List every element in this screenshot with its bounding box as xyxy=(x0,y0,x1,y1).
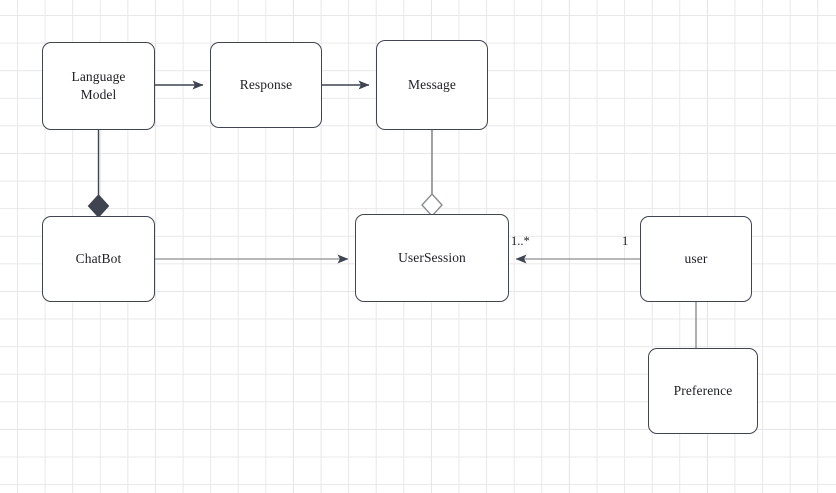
node-label-user: user xyxy=(684,251,708,267)
node-response[interactable]: Response xyxy=(210,42,322,128)
node-usersession[interactable]: UserSession xyxy=(355,214,509,302)
node-preference[interactable]: Preference xyxy=(648,348,758,434)
multiplicity-label-many: 1..* xyxy=(511,234,530,248)
edge-composition-language-model-chatbot xyxy=(87,130,110,218)
hollow-diamond-icon xyxy=(421,192,443,218)
edge-aggregation-message-usersession xyxy=(421,130,443,218)
filled-diamond-icon xyxy=(87,194,110,218)
node-label-line2: Model xyxy=(80,87,117,102)
node-message[interactable]: Message xyxy=(376,40,488,130)
node-label-preference: Preference xyxy=(673,383,733,399)
node-chatbot[interactable]: ChatBot xyxy=(42,216,155,302)
node-label-language-model: Language Model xyxy=(71,68,125,104)
node-language-model[interactable]: Language Model xyxy=(42,42,155,130)
node-label-usersession: UserSession xyxy=(398,250,466,266)
node-label-response: Response xyxy=(239,77,293,93)
node-label-message: Message xyxy=(408,77,456,93)
node-user[interactable]: user xyxy=(640,216,752,302)
multiplicity-label-one: 1 xyxy=(622,234,629,248)
node-label-chatbot: ChatBot xyxy=(75,251,122,267)
node-label-line1: Language xyxy=(71,69,126,85)
